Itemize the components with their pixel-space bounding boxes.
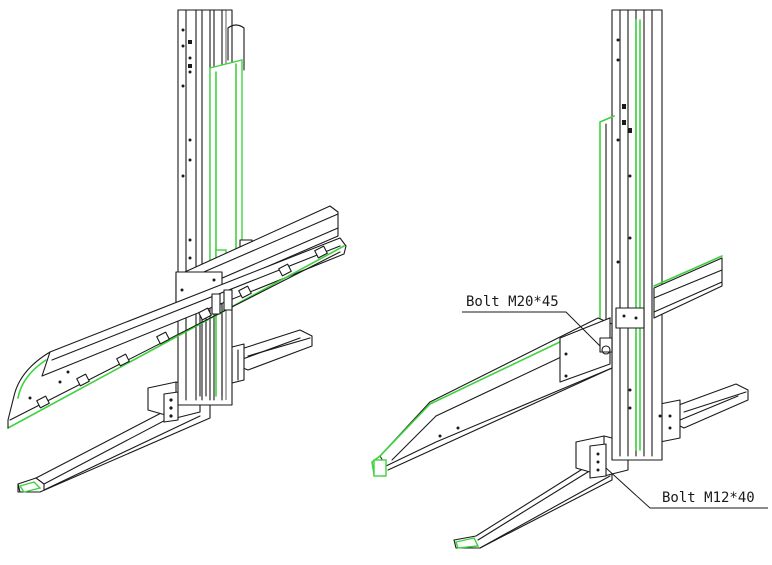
right-rear-rail	[615, 255, 723, 329]
right-column	[599, 9, 663, 461]
left-assembly	[7, 9, 347, 493]
left-lower-rail	[7, 237, 347, 429]
left-column	[177, 9, 253, 406]
right-front-rail	[371, 317, 613, 477]
callout-bolt-m12-label: Bolt M12*40	[662, 490, 755, 506]
right-base-foot-rear	[659, 383, 749, 443]
callout-bolt-m20-label: Bolt M20*45	[466, 294, 559, 310]
right-assembly	[371, 9, 749, 549]
callout-bolt-m20: Bolt M20*45	[462, 294, 601, 347]
callout-bolt-m12: Bolt M12*40	[605, 467, 768, 509]
left-base-foot-rear	[237, 329, 313, 371]
right-base-foot	[453, 457, 613, 549]
left-base-foot	[17, 397, 211, 493]
